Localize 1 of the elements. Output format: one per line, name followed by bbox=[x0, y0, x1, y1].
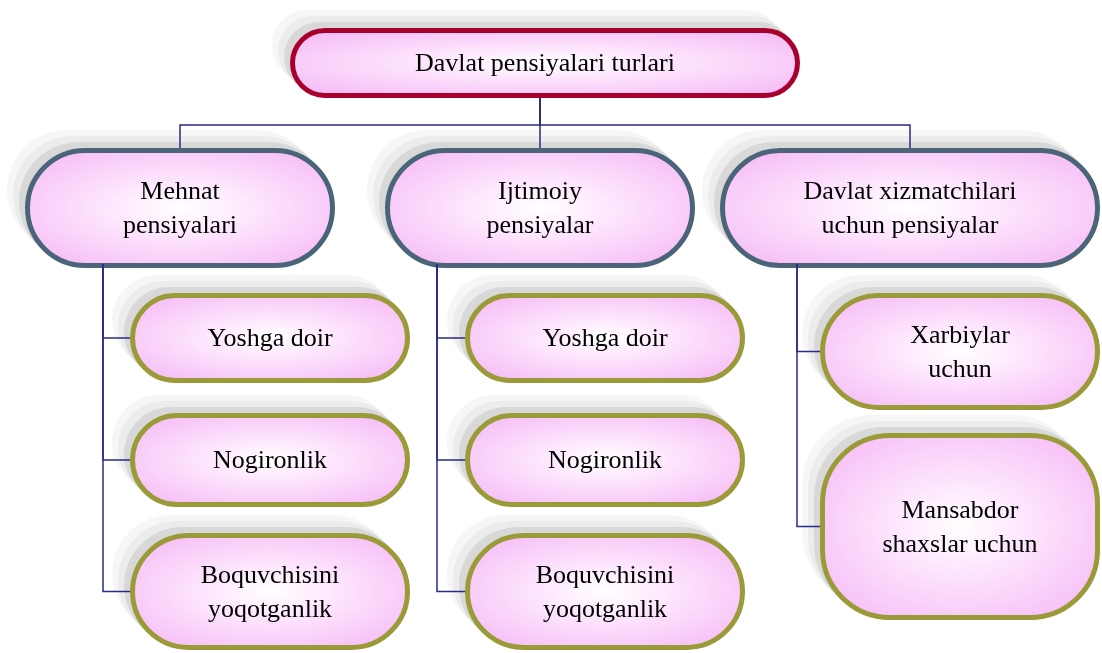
connector-line bbox=[539, 97, 911, 149]
